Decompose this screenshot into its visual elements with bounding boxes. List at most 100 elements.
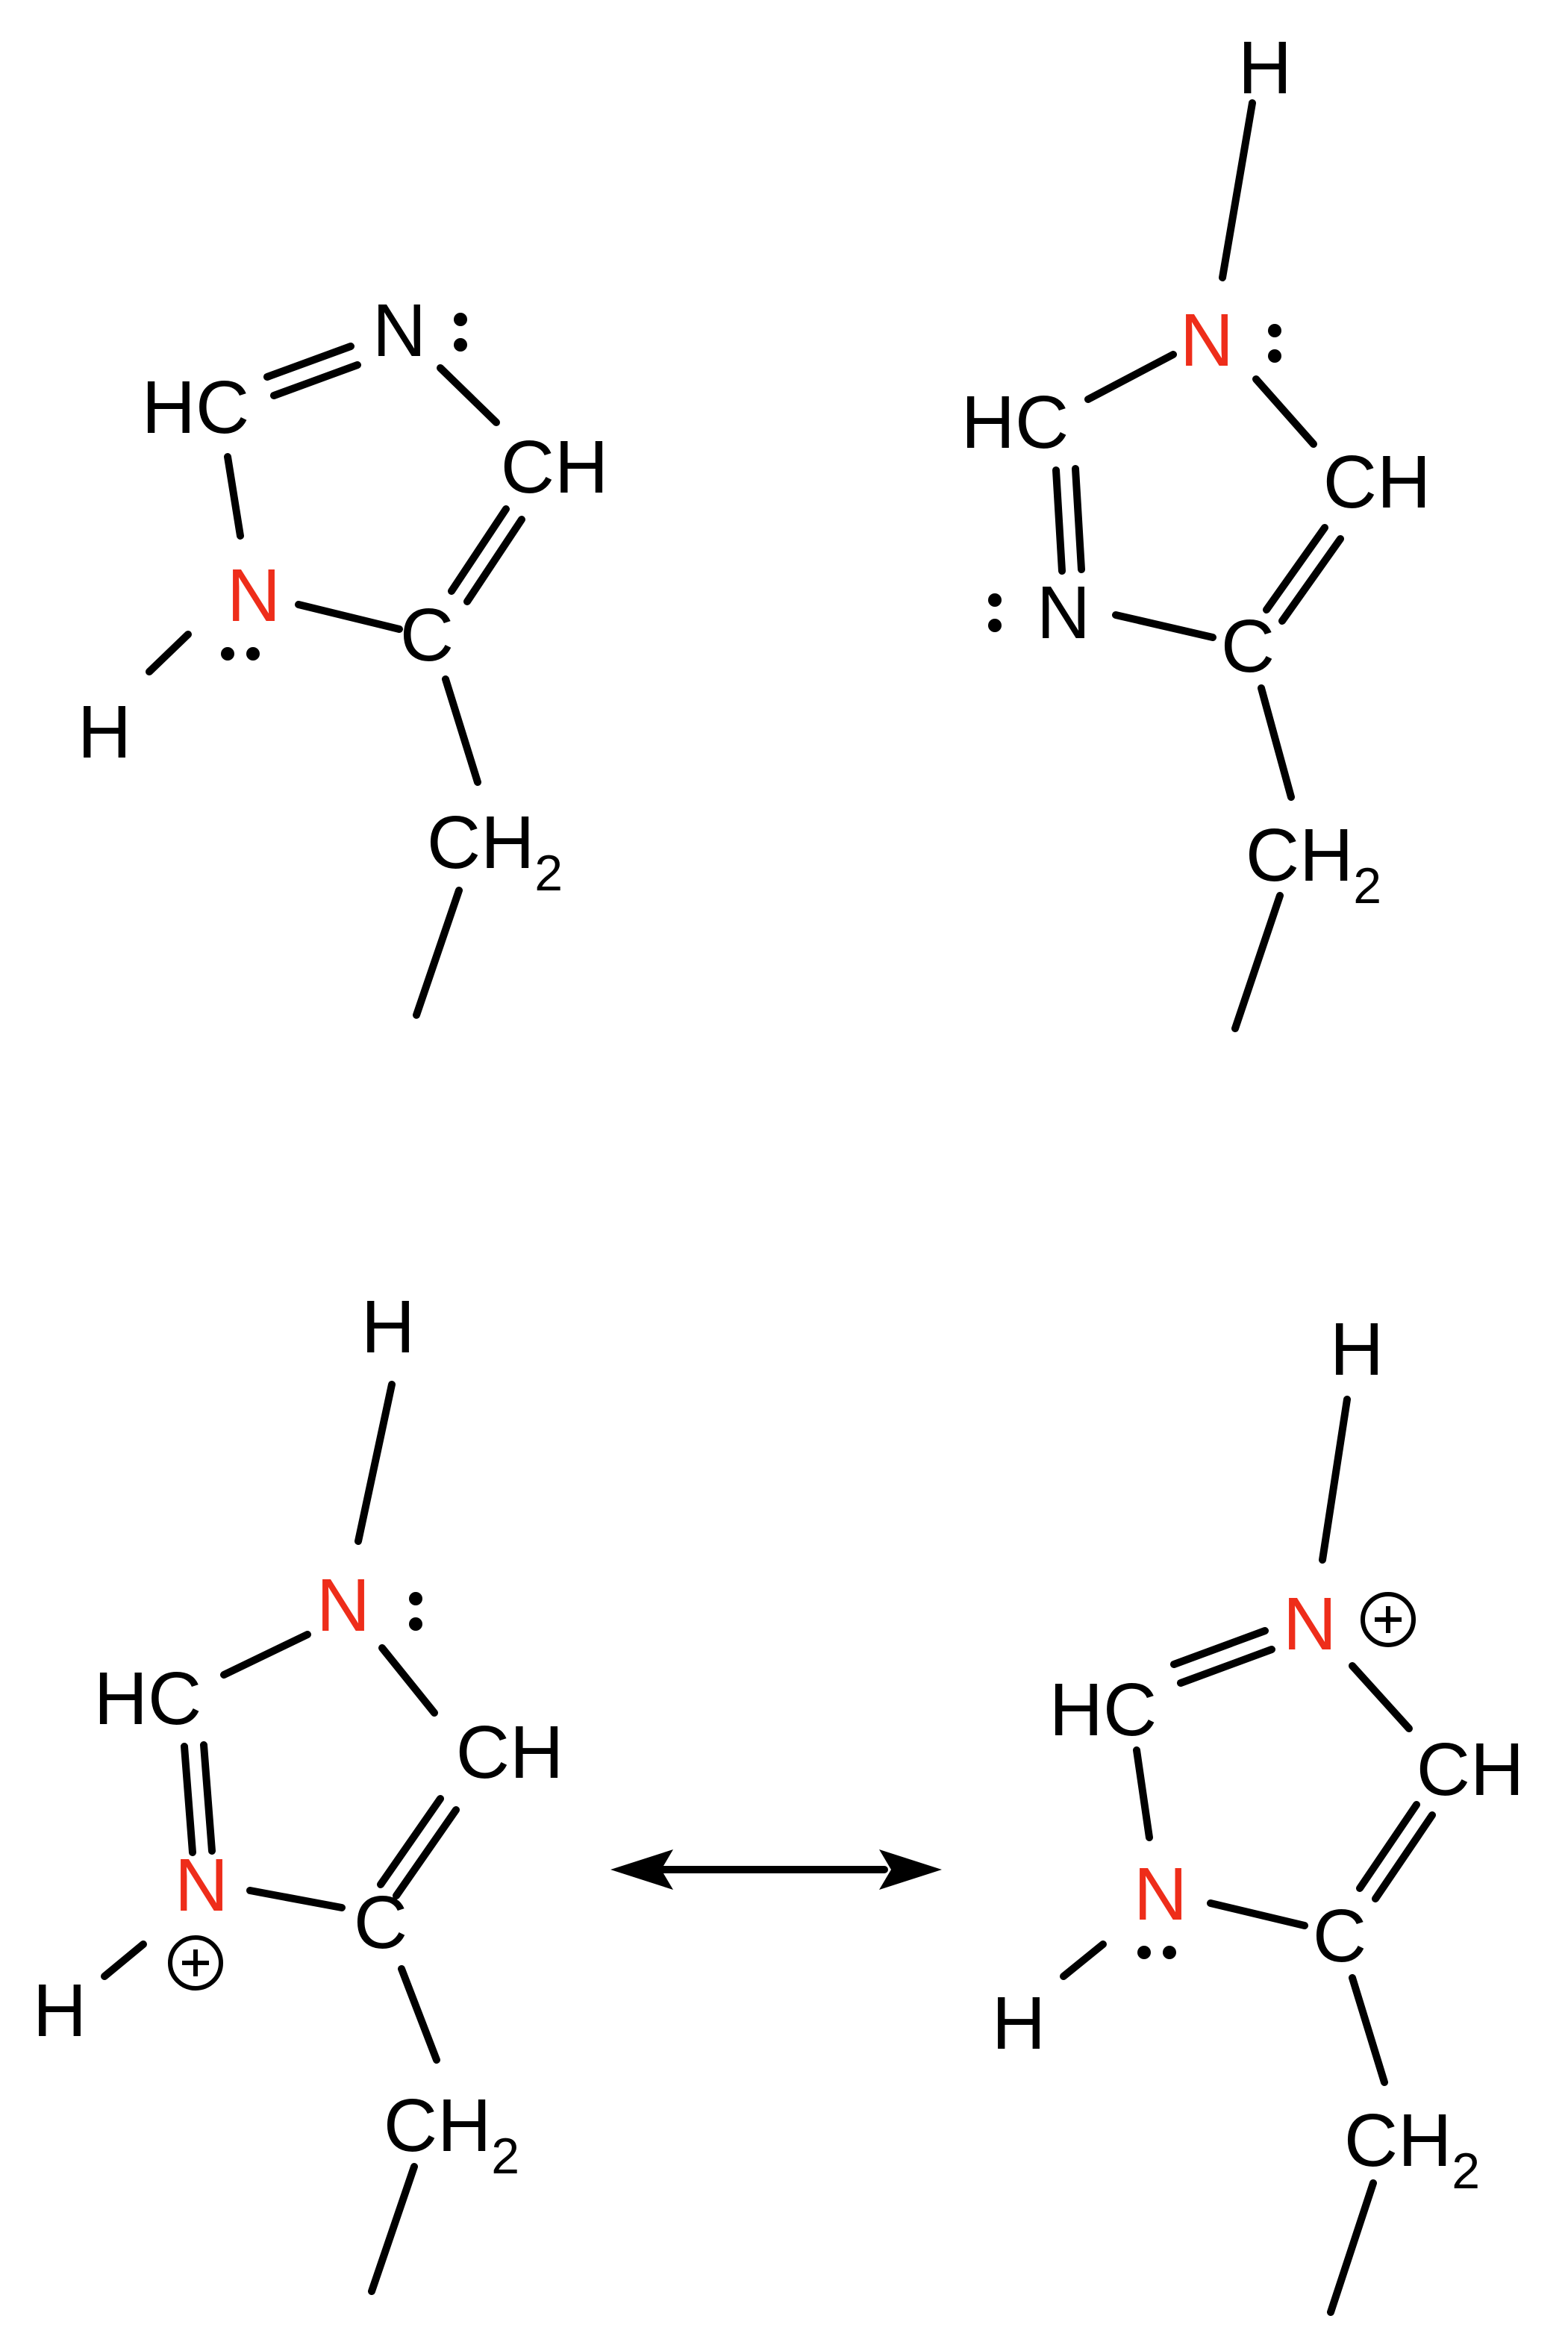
positive-charge-icon: [1361, 1592, 1416, 1647]
h-label: H: [33, 1969, 87, 2052]
arrow-head-right-icon: [879, 1849, 942, 1890]
lone-pair-dot: [988, 593, 1002, 607]
bond: [393, 1806, 460, 1899]
arrow-head-left-icon: [610, 1849, 673, 1890]
n-h-label: N: [1180, 299, 1234, 382]
lone-pair-dot: [988, 619, 1002, 632]
bond: [1219, 99, 1256, 281]
lone-pair-dot: [1268, 349, 1281, 363]
bond: [263, 343, 354, 381]
lone-pair-dot: [409, 1592, 422, 1605]
ch2-main: CH: [384, 2084, 491, 2167]
bond: [1231, 892, 1284, 1032]
resonance-arrow: [610, 1849, 942, 1890]
ch-label: CH: [456, 1711, 563, 1794]
ch2-main: CH: [1344, 2099, 1452, 2182]
bond: [1112, 611, 1216, 641]
bond: [146, 631, 192, 675]
hc-label: HC: [1049, 1668, 1157, 1752]
lone-pair-dot: [1163, 1946, 1176, 1959]
c-label: C: [354, 1881, 407, 1964]
structure-bottom-right: H N HC CH N C H CH2: [992, 1308, 1524, 2316]
bond: [1319, 1396, 1351, 1564]
ch2-subscript: 2: [534, 845, 563, 902]
lone-pair-dot: [409, 1617, 422, 1631]
bond: [1133, 1746, 1153, 1841]
bond: [1327, 2179, 1377, 2316]
lone-pair-dot: [1268, 324, 1281, 337]
structure-top-left: HC N CH N C H CH2: [78, 289, 608, 1019]
ch2-label: CH2: [427, 801, 563, 902]
h-label: H: [78, 690, 131, 774]
bond: [246, 1887, 346, 1911]
bond: [448, 505, 510, 595]
bond: [1084, 351, 1177, 403]
c-label: C: [1313, 1894, 1366, 1978]
bond: [1258, 684, 1295, 801]
h-label: H: [1330, 1308, 1384, 1391]
positive-charge-icon: [168, 1935, 223, 1991]
structure-bottom-left: H N HC CH N C H CH2: [33, 1285, 563, 2295]
ch2-label: CH2: [1246, 814, 1381, 914]
lone-pair-dot: [221, 647, 234, 661]
bond: [200, 1741, 216, 1855]
n-label: N: [1037, 571, 1090, 655]
c-label: C: [1221, 605, 1275, 688]
bond: [220, 1631, 311, 1679]
ch-label: CH: [1416, 1728, 1524, 1811]
bond: [398, 1965, 440, 2064]
bond: [378, 1644, 438, 1717]
bond: [1072, 465, 1085, 573]
ch2-subscript: 2: [1353, 858, 1381, 914]
bond: [1349, 1974, 1388, 2086]
bond: [270, 361, 361, 399]
lone-pair-dot: [454, 338, 467, 352]
n-label: N: [372, 289, 426, 372]
n-plus-label: N: [175, 1843, 228, 1927]
n-h-label: N: [227, 554, 281, 637]
bond: [437, 364, 500, 426]
bond: [224, 453, 244, 540]
bond: [354, 1381, 396, 1545]
lone-pair-dot: [246, 647, 260, 661]
bond: [1372, 1811, 1436, 1902]
lone-pair-dot: [454, 313, 467, 326]
bond: [442, 675, 481, 786]
hc-label: HC: [142, 366, 249, 449]
h-label: H: [361, 1285, 415, 1369]
bond: [181, 1743, 196, 1856]
bond: [101, 1941, 147, 1980]
ch2-subscript: 2: [491, 2128, 519, 2185]
bond: [1207, 1899, 1308, 1929]
bond: [1177, 1646, 1275, 1687]
bond: [463, 516, 525, 605]
bond: [295, 601, 403, 633]
bond: [1060, 1941, 1107, 1980]
n-h-label: N: [1134, 1852, 1187, 1936]
bond: [1170, 1627, 1269, 1668]
structure-top-right: H N HC CH N C CH2: [961, 26, 1431, 1032]
bond: [1278, 535, 1344, 625]
c-label: C: [400, 593, 454, 677]
h-label: H: [1238, 26, 1292, 110]
bond: [1263, 524, 1328, 613]
n-h-label: N: [316, 1564, 370, 1647]
bond: [377, 1795, 444, 1888]
h-label: H: [992, 1982, 1046, 2065]
ch2-subscript: 2: [1452, 2143, 1480, 2199]
bond: [1349, 1662, 1413, 1732]
hc-label: HC: [94, 1657, 202, 1740]
ch-label: CH: [501, 425, 608, 509]
hc-label: HC: [961, 381, 1069, 464]
ch-label: CH: [1323, 440, 1431, 524]
ch2-main: CH: [1246, 814, 1353, 897]
ch2-main: CH: [427, 801, 534, 884]
lone-pair-dot: [1137, 1946, 1151, 1959]
bond: [1252, 375, 1317, 448]
ch2-label: CH2: [384, 2084, 519, 2185]
bond: [368, 2163, 418, 2295]
ch2-label: CH2: [1344, 2099, 1480, 2199]
bond: [1052, 466, 1066, 575]
bond: [1356, 1801, 1420, 1892]
